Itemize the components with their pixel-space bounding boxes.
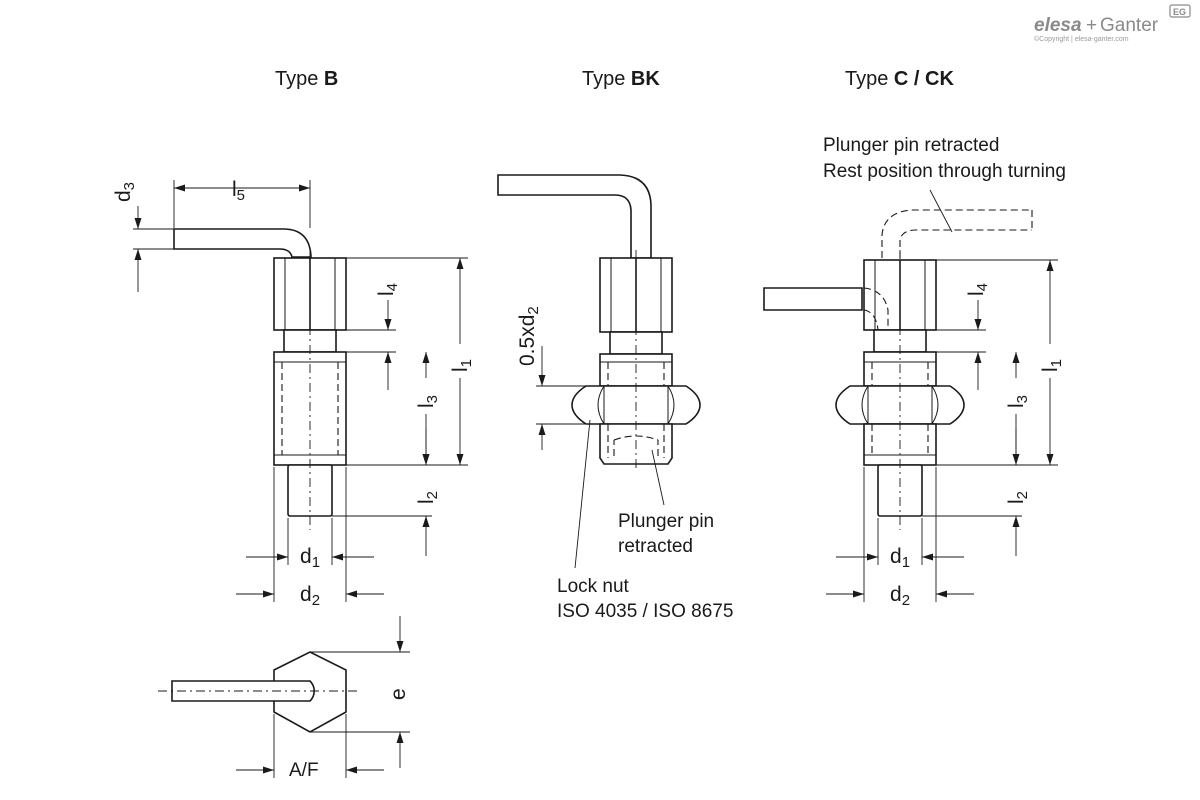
brand-name-part2: Ganter	[1100, 15, 1159, 36]
dim-label-l3-b: l3	[415, 395, 441, 408]
brand-name-plus: +	[1086, 15, 1097, 36]
drawing-top-view: e A/F	[158, 616, 410, 781]
drawing-type-c-ck: Plunger pin retracted Rest position thro…	[763, 135, 1066, 609]
brand-badge: EG	[1173, 7, 1186, 17]
leader-rest-position	[929, 189, 953, 233]
dim-label-l1-b: l1	[449, 359, 475, 372]
dim-label-d2-c: d2	[890, 583, 910, 609]
dim-label-d3: d3	[112, 182, 138, 202]
title-type-b: Type B	[275, 68, 338, 90]
dim-label-d2-b: d2	[300, 583, 320, 609]
dim-label-l4-c: l4	[965, 283, 991, 296]
type-c-handle	[763, 287, 863, 311]
dim-label-l5: l5	[232, 178, 245, 204]
dim-label-d1-c: d1	[890, 545, 910, 571]
drawing-type-b: d3 l5 l4 l3 l1	[112, 178, 475, 609]
leader-plunger-retracted	[651, 449, 665, 506]
note-plunger-retracted-line2: retracted	[618, 536, 693, 557]
drawing-type-bk: 0.5xd2 Plunger pin retracted Lock nut IS…	[497, 174, 733, 622]
leader-lock-nut	[574, 419, 591, 569]
note-lock-nut-line2: ISO 4035 / ISO 8675	[557, 601, 733, 622]
dim-label-d1-b: d1	[300, 545, 320, 571]
dim-label-l3-c: l3	[1005, 395, 1031, 408]
type-bk-handle	[497, 174, 652, 259]
dim-label-l2-c: l2	[1005, 491, 1031, 504]
brand-badge-frame	[1169, 4, 1191, 18]
dim-label-half-d2: 0.5xd2	[516, 306, 542, 366]
dim-label-l2-b: l2	[415, 491, 441, 504]
note-rest-line1: Plunger pin retracted	[823, 135, 999, 156]
dim-label-e: e	[387, 688, 410, 700]
dim-label-l4-b: l4	[375, 283, 401, 296]
brand-copyright: ©Copyright | elesa-ganter.com	[1034, 35, 1129, 43]
type-b-handle	[173, 228, 312, 258]
dim-label-l1-c: l1	[1039, 359, 1065, 372]
note-plunger-retracted-line1: Plunger pin	[618, 511, 714, 532]
dim-label-af: A/F	[289, 760, 319, 781]
note-lock-nut-line1: Lock nut	[557, 576, 630, 597]
title-type-c-ck: Type C / CK	[845, 68, 954, 90]
note-rest-line2: Rest position through turning	[823, 161, 1066, 182]
top-view-handle	[171, 680, 315, 702]
title-type-bk: Type BK	[582, 68, 660, 90]
brand-logo: elesa + Ganter EG ©Copyright | elesa-gan…	[1034, 4, 1191, 43]
brand-name-part1: elesa	[1034, 15, 1082, 36]
